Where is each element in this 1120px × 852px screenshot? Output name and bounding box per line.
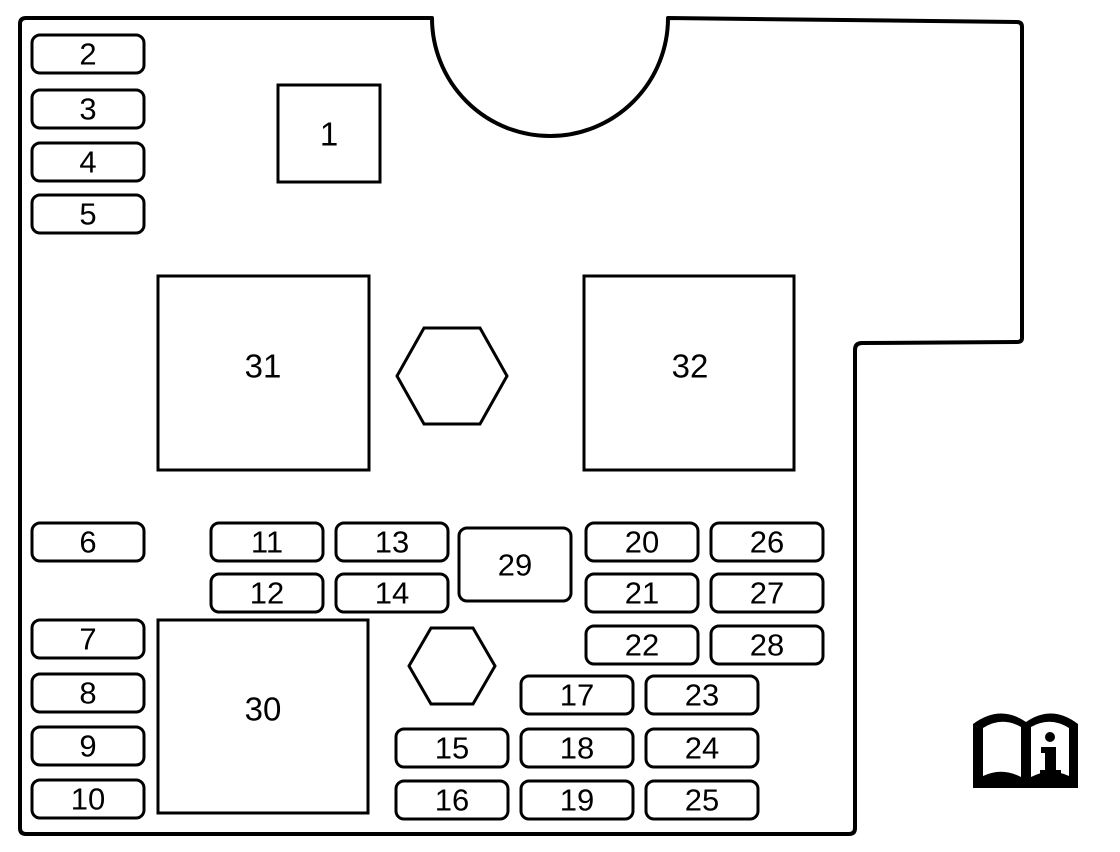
relay-label: 30	[245, 691, 282, 728]
fuse-slot-13: 13	[334, 521, 450, 563]
fuse-label: 4	[79, 145, 96, 180]
fuse-label: 2	[79, 37, 96, 72]
fuse-slot-6: 6	[30, 521, 146, 563]
relay-label: 32	[672, 348, 709, 385]
fuse-label: 19	[560, 783, 594, 818]
fuse-slot-18: 18	[519, 727, 635, 769]
fuse-slot-26: 26	[709, 521, 825, 563]
fuse-label: 12	[250, 576, 284, 611]
hex-stud-upper	[395, 326, 509, 426]
relay-slot-29: 29	[457, 526, 573, 603]
fuse-label: 17	[560, 678, 594, 713]
fuse-label: 28	[750, 628, 784, 663]
fuse-slot-24: 24	[644, 727, 760, 769]
fuse-label: 25	[685, 783, 719, 818]
fuse-slot-12: 12	[209, 572, 325, 614]
fuse-label: 7	[79, 622, 96, 657]
fuse-slot-7: 7	[30, 618, 146, 660]
book-info-icon	[973, 713, 1078, 788]
fuse-label: 27	[750, 576, 784, 611]
fuse-slot-23: 23	[644, 674, 760, 716]
fuse-slot-28: 28	[709, 624, 825, 666]
relay-slot-1: 1	[276, 83, 382, 184]
fuse-label: 16	[435, 783, 469, 818]
fuse-slot-9: 9	[30, 725, 146, 767]
relay-label: 29	[498, 548, 532, 583]
fuse-slot-17: 17	[519, 674, 635, 716]
fuse-slot-15: 15	[394, 727, 510, 769]
fuse-slot-16: 16	[394, 779, 510, 821]
fuse-slot-10: 10	[30, 778, 146, 820]
fuse-slot-2: 2	[30, 33, 146, 75]
fuse-slot-11: 11	[209, 521, 325, 563]
fuse-slot-8: 8	[30, 672, 146, 714]
fuse-label: 26	[750, 525, 784, 560]
relay-slot-31: 31	[156, 274, 371, 472]
fuse-label: 24	[685, 731, 719, 766]
fuse-slot-20: 20	[584, 521, 700, 563]
fuse-slot-25: 25	[644, 779, 760, 821]
relay-slot-30: 30	[156, 618, 370, 815]
fuse-label: 20	[625, 525, 659, 560]
fuse-slot-21: 21	[584, 572, 700, 614]
fuse-label: 3	[79, 92, 96, 127]
fuse-label: 15	[435, 731, 469, 766]
fuse-label: 6	[79, 525, 96, 560]
fuse-slot-14: 14	[334, 572, 450, 614]
fuse-slot-5: 5	[30, 193, 146, 235]
fuse-label: 9	[79, 729, 96, 764]
hex-stud-lower	[407, 626, 497, 706]
relay-label: 31	[245, 348, 282, 385]
fuse-label: 22	[625, 628, 659, 663]
fuse-slot-4: 4	[30, 141, 146, 183]
fuse-slot-3: 3	[30, 88, 146, 130]
fuse-label: 5	[79, 197, 96, 232]
fuse-label: 23	[685, 678, 719, 713]
fuse-label: 8	[79, 676, 96, 711]
fuse-label: 14	[375, 576, 409, 611]
fuse-label: 13	[375, 525, 409, 560]
fuse-slot-19: 19	[519, 779, 635, 821]
fuse-label: 21	[625, 576, 659, 611]
fuse-label: 18	[560, 731, 594, 766]
fuse-slot-27: 27	[709, 572, 825, 614]
relay-slot-32: 32	[582, 274, 796, 472]
fuse-slot-22: 22	[584, 624, 700, 666]
fuse-label: 10	[71, 782, 105, 817]
relay-label: 1	[320, 116, 338, 153]
fuse-label: 11	[251, 525, 283, 560]
